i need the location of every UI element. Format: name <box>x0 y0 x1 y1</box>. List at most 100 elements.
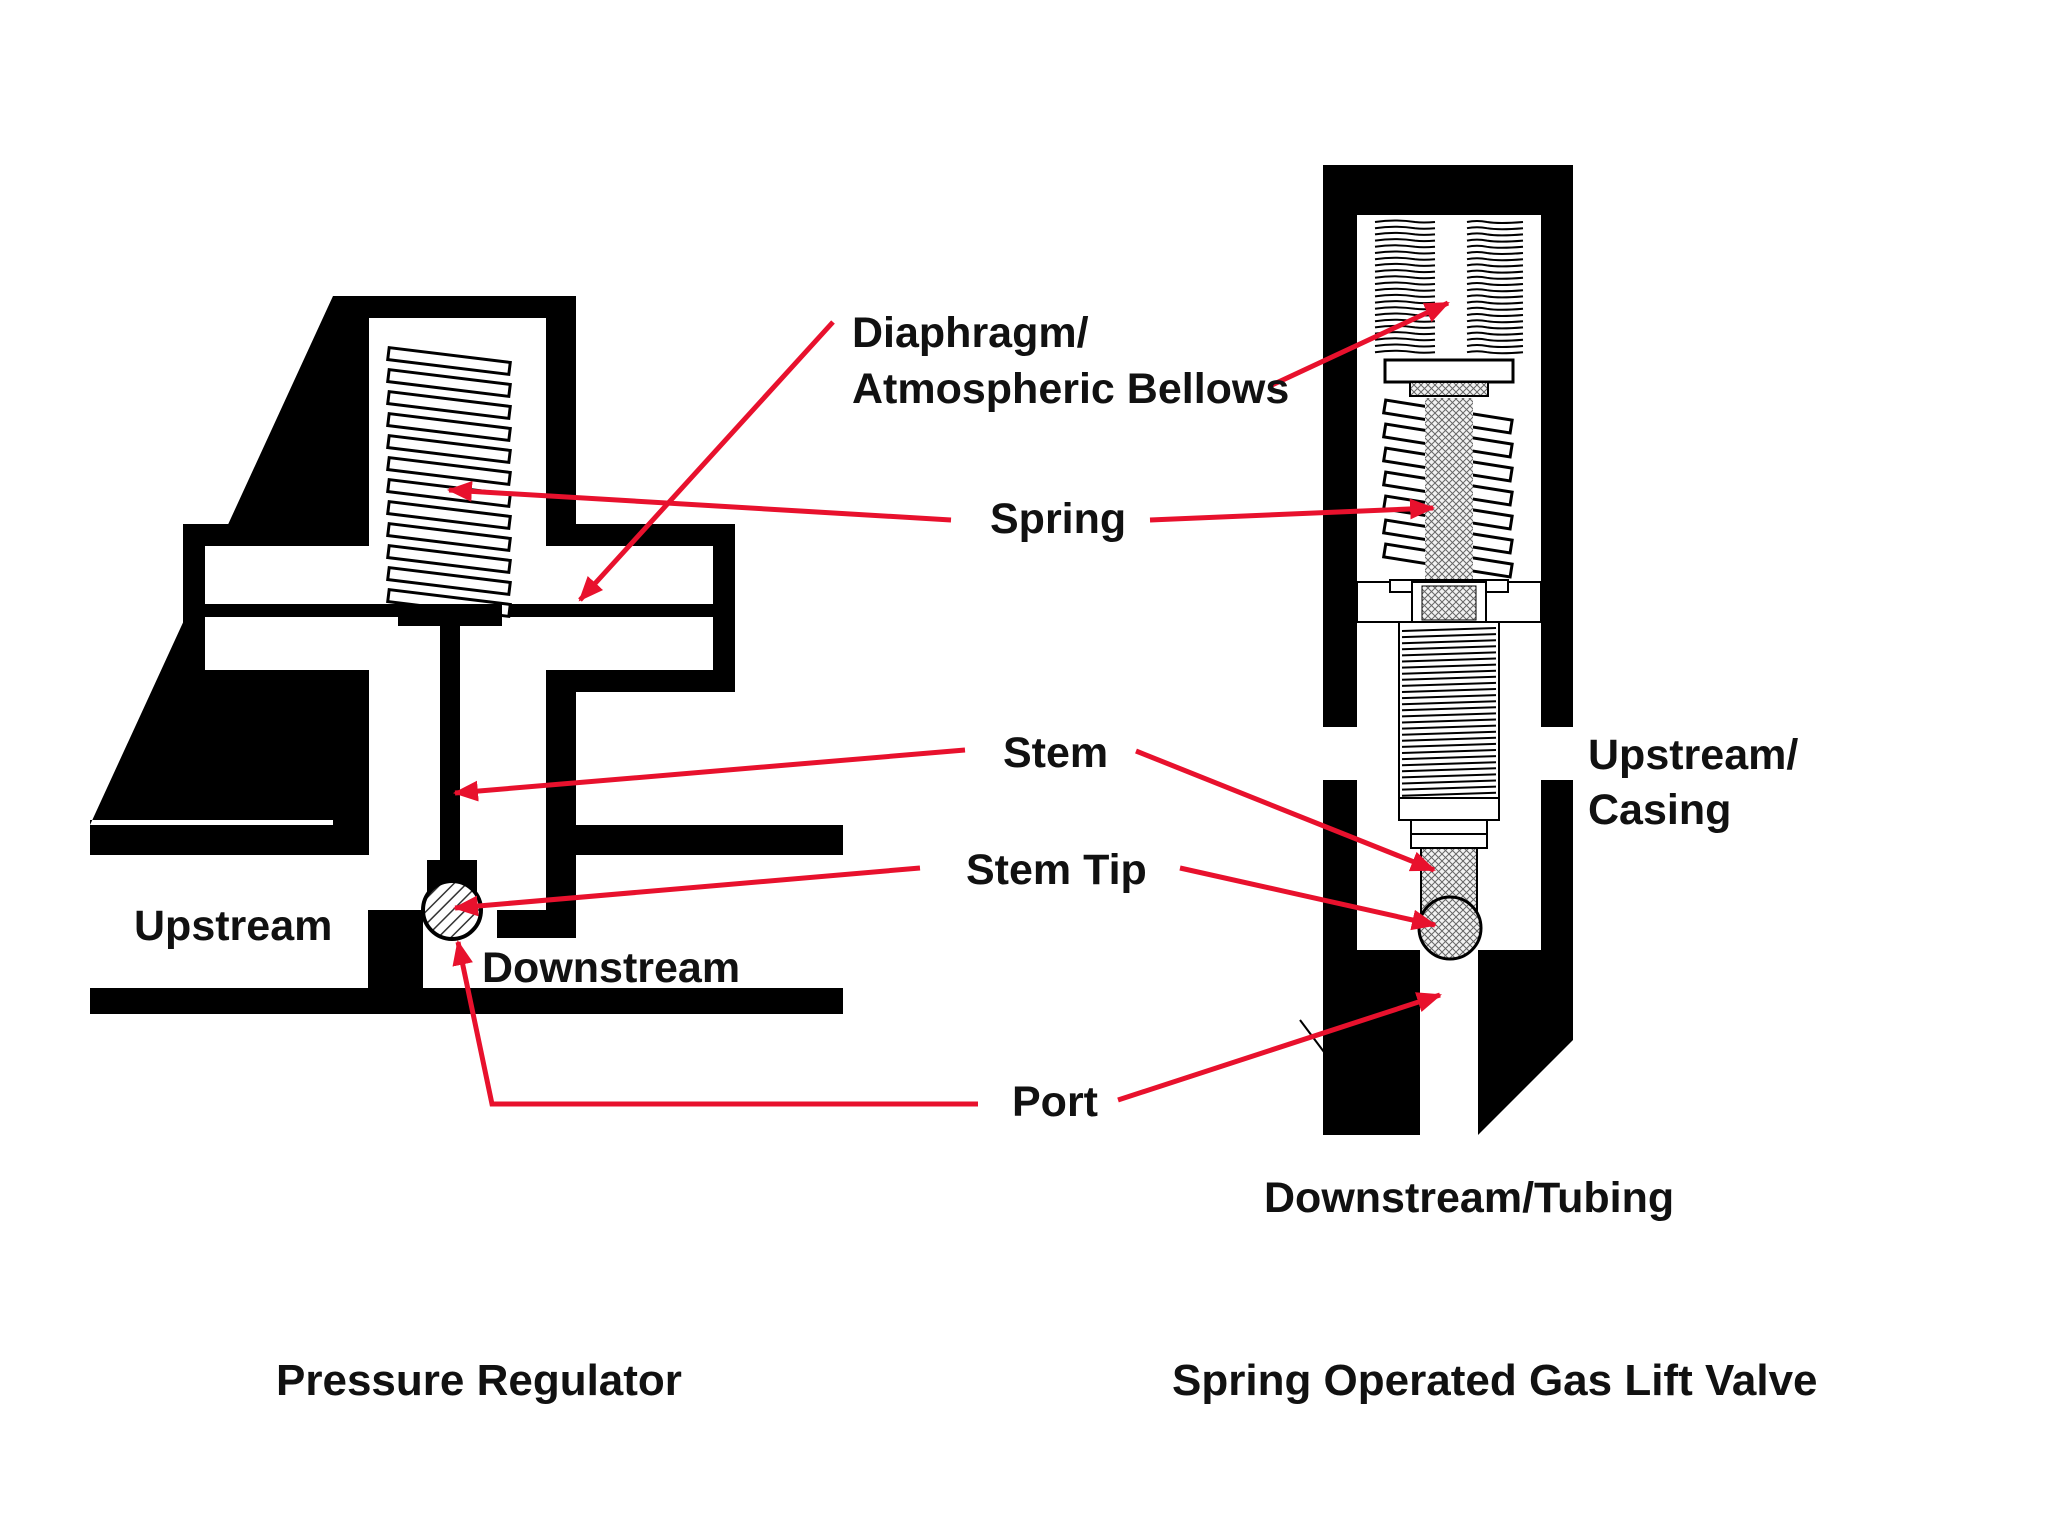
label-upstream: Upstream <box>134 902 332 950</box>
thread-line <box>1401 651 1497 657</box>
bellows-convolution <box>1374 244 1436 249</box>
thread-line <box>1401 712 1497 718</box>
bellows-convolution <box>1466 288 1524 293</box>
pressure-regulator <box>90 296 843 1014</box>
bellows-convolution <box>1374 349 1436 354</box>
bellows-convolution <box>1374 269 1436 274</box>
leader-arrows <box>446 300 1450 1107</box>
thread-line <box>1401 773 1497 779</box>
label-upstream-casing-line1: Upstream/ <box>1588 731 1798 779</box>
arrow-port-left <box>452 939 978 1107</box>
bellows-convolution <box>1466 300 1524 305</box>
bellows-convolution <box>1466 226 1524 231</box>
regulator-spring <box>386 345 512 619</box>
thread-line <box>1401 742 1497 748</box>
thread-line <box>1401 779 1497 785</box>
thread-line <box>1401 663 1497 669</box>
label-stem-tip: Stem Tip <box>966 846 1147 894</box>
thread-line <box>1401 736 1497 742</box>
thread-line <box>1401 785 1497 791</box>
bellows-convolution <box>1466 257 1524 262</box>
spring-coil <box>386 345 512 377</box>
valve-seat-right <box>1478 950 1573 1135</box>
bellows-convolution <box>1374 324 1436 329</box>
bellows-convolution <box>1374 225 1436 230</box>
spring-coil <box>386 389 512 421</box>
thread-line <box>1401 645 1497 651</box>
bellows-convolution <box>1374 238 1436 243</box>
bellows-convolution <box>1466 325 1524 330</box>
spring-coil <box>386 411 512 443</box>
arrow-spring-right <box>1149 498 1436 523</box>
bellows-convolution <box>1466 263 1524 268</box>
label-diaphragm-line2: Atmospheric Bellows <box>852 365 1289 413</box>
label-upstream-casing-line2: Casing <box>1588 786 1731 834</box>
thread-line <box>1401 791 1497 797</box>
bellows-convolution <box>1374 337 1436 342</box>
thread-line <box>1401 627 1497 632</box>
bellows-convolution <box>1466 232 1524 237</box>
regulator-stem-tip <box>421 879 483 941</box>
bellows-base <box>1383 358 1515 384</box>
thread-line <box>1401 718 1497 724</box>
valve-left-wall-upper <box>1323 165 1357 727</box>
spring-coil <box>386 565 512 597</box>
arrow-spring-left <box>446 480 952 523</box>
valve-right-wall-lower <box>1541 780 1573 950</box>
bellows-convolution <box>1466 244 1524 249</box>
caption-gas-lift-valve: Spring Operated Gas Lift Valve <box>1172 1356 1818 1405</box>
label-downstream-tubing: Downstream/Tubing <box>1264 1174 1674 1222</box>
spring-coil <box>386 455 512 487</box>
bellows-convolution <box>1374 219 1436 224</box>
bellows-convolution <box>1466 269 1524 274</box>
label-stem: Stem <box>1003 729 1108 777</box>
arrow-diaphragm <box>578 320 835 602</box>
thread-line <box>1401 706 1497 712</box>
bellows-convolution <box>1374 231 1436 236</box>
bellows-convolution <box>1466 319 1524 324</box>
thread-line <box>1401 730 1497 736</box>
thread-line <box>1401 669 1497 675</box>
regulator-diaphragm-plate <box>398 604 502 626</box>
bellows-convolution <box>1466 294 1524 299</box>
bellows-convolution <box>1466 238 1524 243</box>
bellows-convolution <box>1374 281 1436 286</box>
thread-line <box>1401 724 1497 730</box>
arrow-stem-right <box>1135 748 1436 873</box>
valve-threaded-section <box>1398 621 1500 799</box>
thread-line <box>1401 700 1497 706</box>
label-downstream: Downstream <box>482 944 740 992</box>
bellows-convolution <box>1466 313 1524 317</box>
spring-coil <box>386 543 512 575</box>
bellows-convolution <box>1466 275 1524 280</box>
label-port: Port <box>1012 1078 1098 1126</box>
thread-line <box>1401 639 1497 645</box>
bellows-convolution <box>1374 256 1436 261</box>
regulator-stem <box>440 620 460 870</box>
valve-seat-left <box>1323 950 1420 1135</box>
bellows-convolution <box>1466 344 1524 348</box>
spring-coil <box>386 521 512 553</box>
bellows-convolution <box>1374 275 1436 280</box>
thread-line <box>1401 657 1497 663</box>
caption-pressure-regulator: Pressure Regulator <box>276 1356 682 1405</box>
arrow-bellows <box>1270 300 1450 388</box>
thread-line <box>1401 681 1497 687</box>
arrow-stem-tip-right <box>1179 865 1438 931</box>
spring-coil <box>386 433 512 465</box>
bellows-convolution <box>1466 251 1524 255</box>
label-diaphragm-line1: Diaphragm/ <box>852 309 1089 357</box>
bellows-convolution <box>1374 293 1436 298</box>
thread-line <box>1401 761 1497 767</box>
spring-coil <box>386 367 512 399</box>
bellows-convolution <box>1466 220 1524 224</box>
valve-top-cap <box>1323 165 1573 215</box>
thread-line <box>1401 767 1497 773</box>
bellows-convolution <box>1466 350 1524 355</box>
thread-line <box>1401 633 1497 639</box>
bellows-convolution <box>1466 306 1524 311</box>
valve-stem-tip <box>1417 895 1483 961</box>
bellows-convolution <box>1466 337 1524 342</box>
label-spring: Spring <box>990 495 1126 543</box>
